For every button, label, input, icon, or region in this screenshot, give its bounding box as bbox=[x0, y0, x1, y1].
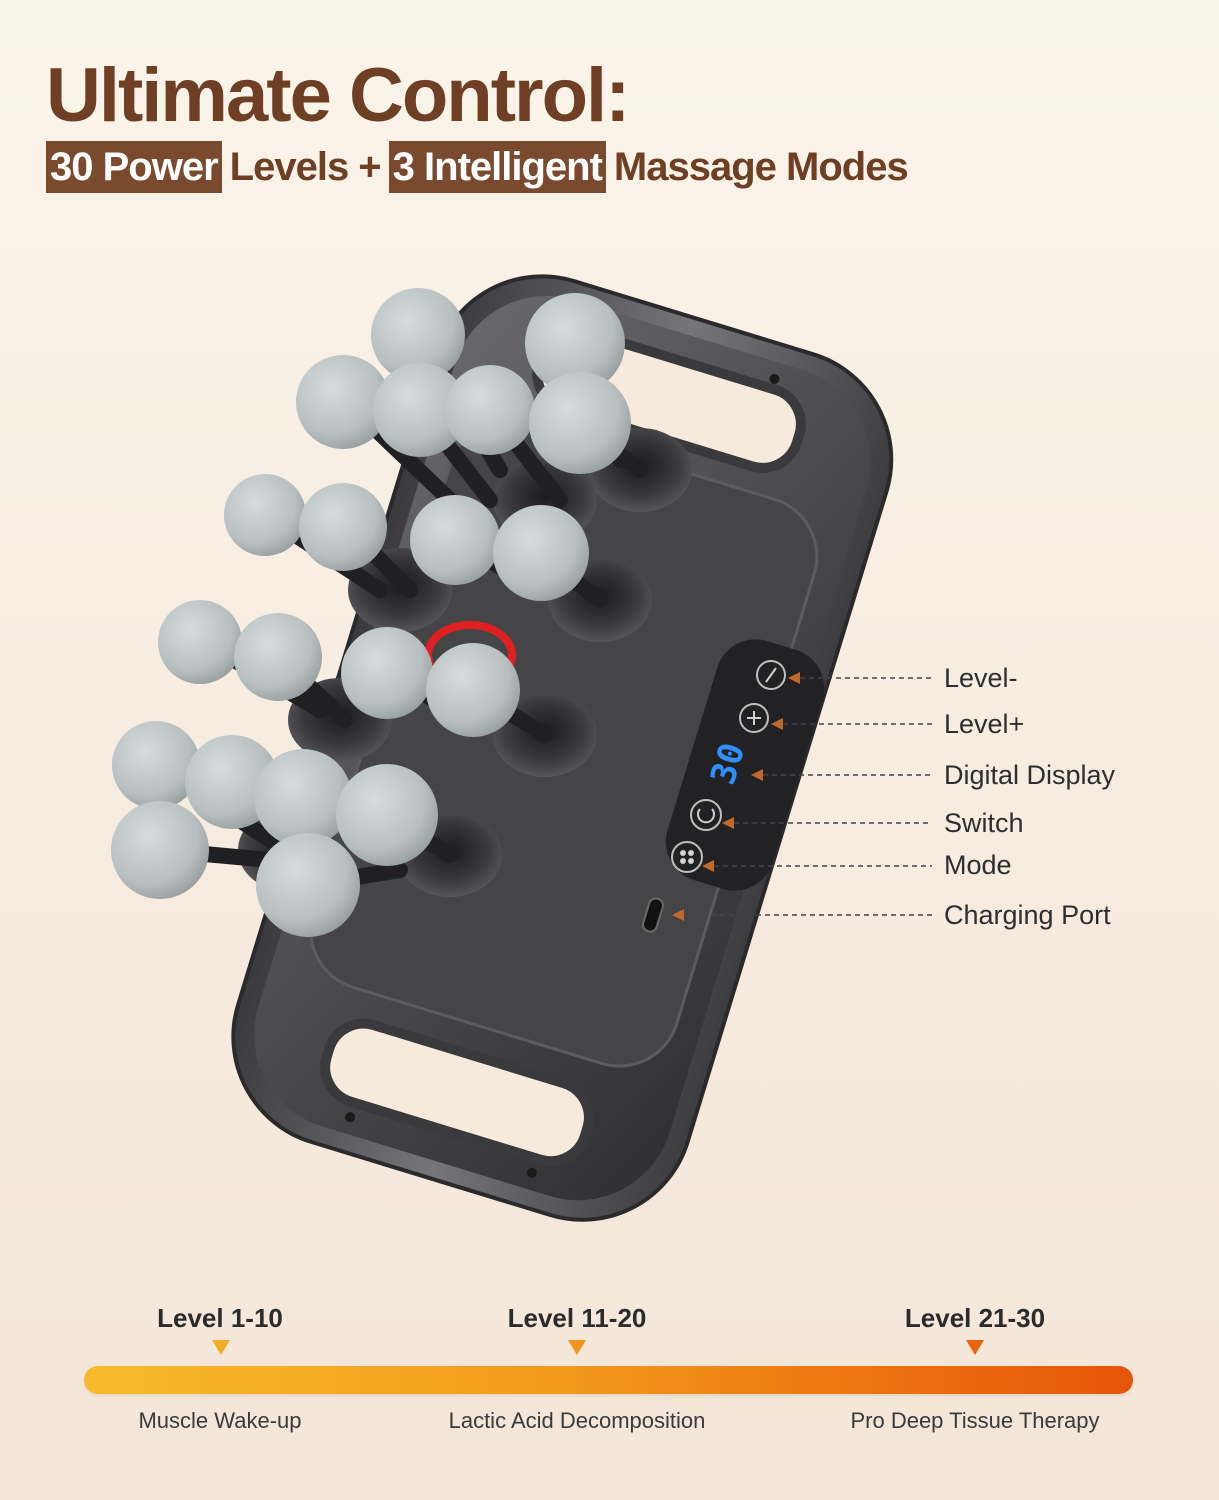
level-marker-2 bbox=[568, 1340, 586, 1355]
mode-button[interactable] bbox=[671, 841, 703, 873]
control-panel: 30 bbox=[641, 639, 825, 934]
level-range-2: Level 11-20 bbox=[507, 1303, 647, 1333]
level-plus-button[interactable] bbox=[739, 703, 769, 733]
intensity-gradient-bar bbox=[84, 1366, 1133, 1394]
massager-device-illustration: 30 bbox=[111, 274, 932, 1222]
subtitle-text-modes: Massage Modes bbox=[613, 144, 909, 189]
level-range-1: Level 1-10 bbox=[157, 1303, 283, 1333]
level-minus-button[interactable] bbox=[756, 660, 786, 690]
highlight-power-levels: 30 Power bbox=[46, 141, 222, 193]
highlight-intelligent: 3 Intelligent bbox=[388, 141, 606, 193]
callout-level-plus: Level+ bbox=[944, 709, 1025, 739]
mode-label-3: Pro Deep Tissue Therapy bbox=[850, 1408, 1100, 1433]
charging-port[interactable] bbox=[641, 897, 664, 934]
page-title: Ultimate Control: bbox=[46, 53, 630, 138]
level-marker-3 bbox=[966, 1340, 984, 1355]
mode-label-2: Lactic Acid Decomposition bbox=[448, 1408, 706, 1433]
subtitle-text-levels: Levels + bbox=[229, 144, 382, 189]
callout-digital-display: Digital Display bbox=[944, 760, 1116, 790]
callout-arrows bbox=[672, 672, 800, 921]
power-switch-button[interactable] bbox=[690, 799, 722, 831]
callout-switch: Switch bbox=[944, 808, 1024, 838]
callout-mode: Mode bbox=[944, 850, 1012, 880]
callout-level-minus: Level- bbox=[944, 663, 1018, 693]
page-subtitle: 30 Power Levels + 3 Intelligent Massage … bbox=[46, 140, 909, 194]
level-marker-1 bbox=[212, 1340, 230, 1355]
callout-charging-port: Charging Port bbox=[944, 900, 1111, 930]
level-range-3: Level 21-30 bbox=[904, 1303, 1046, 1333]
mode-label-1: Muscle Wake-up bbox=[138, 1408, 302, 1433]
callout-lines bbox=[684, 677, 932, 916]
massage-balls bbox=[111, 288, 631, 937]
